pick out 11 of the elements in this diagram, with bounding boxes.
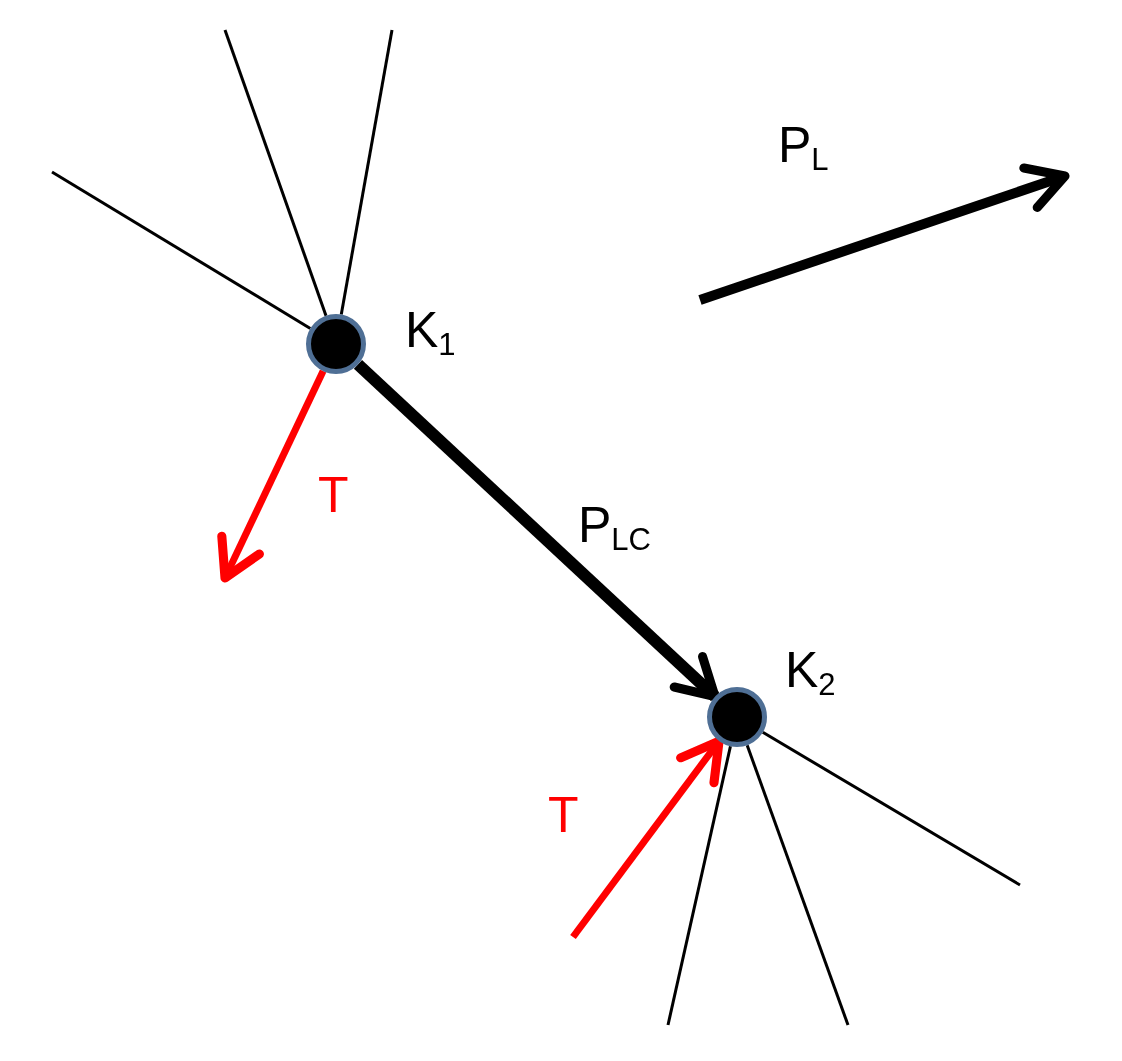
- line: [762, 731, 1021, 887]
- arrow: [217, 369, 327, 583]
- arrow: [353, 360, 720, 702]
- line: [745, 744, 850, 1026]
- joint-circle: [707, 687, 767, 747]
- line: [51, 170, 312, 330]
- line: [339, 29, 394, 315]
- joint-circle: [306, 314, 366, 374]
- line: [666, 745, 732, 1026]
- line: [223, 29, 328, 317]
- arrow: [570, 736, 724, 940]
